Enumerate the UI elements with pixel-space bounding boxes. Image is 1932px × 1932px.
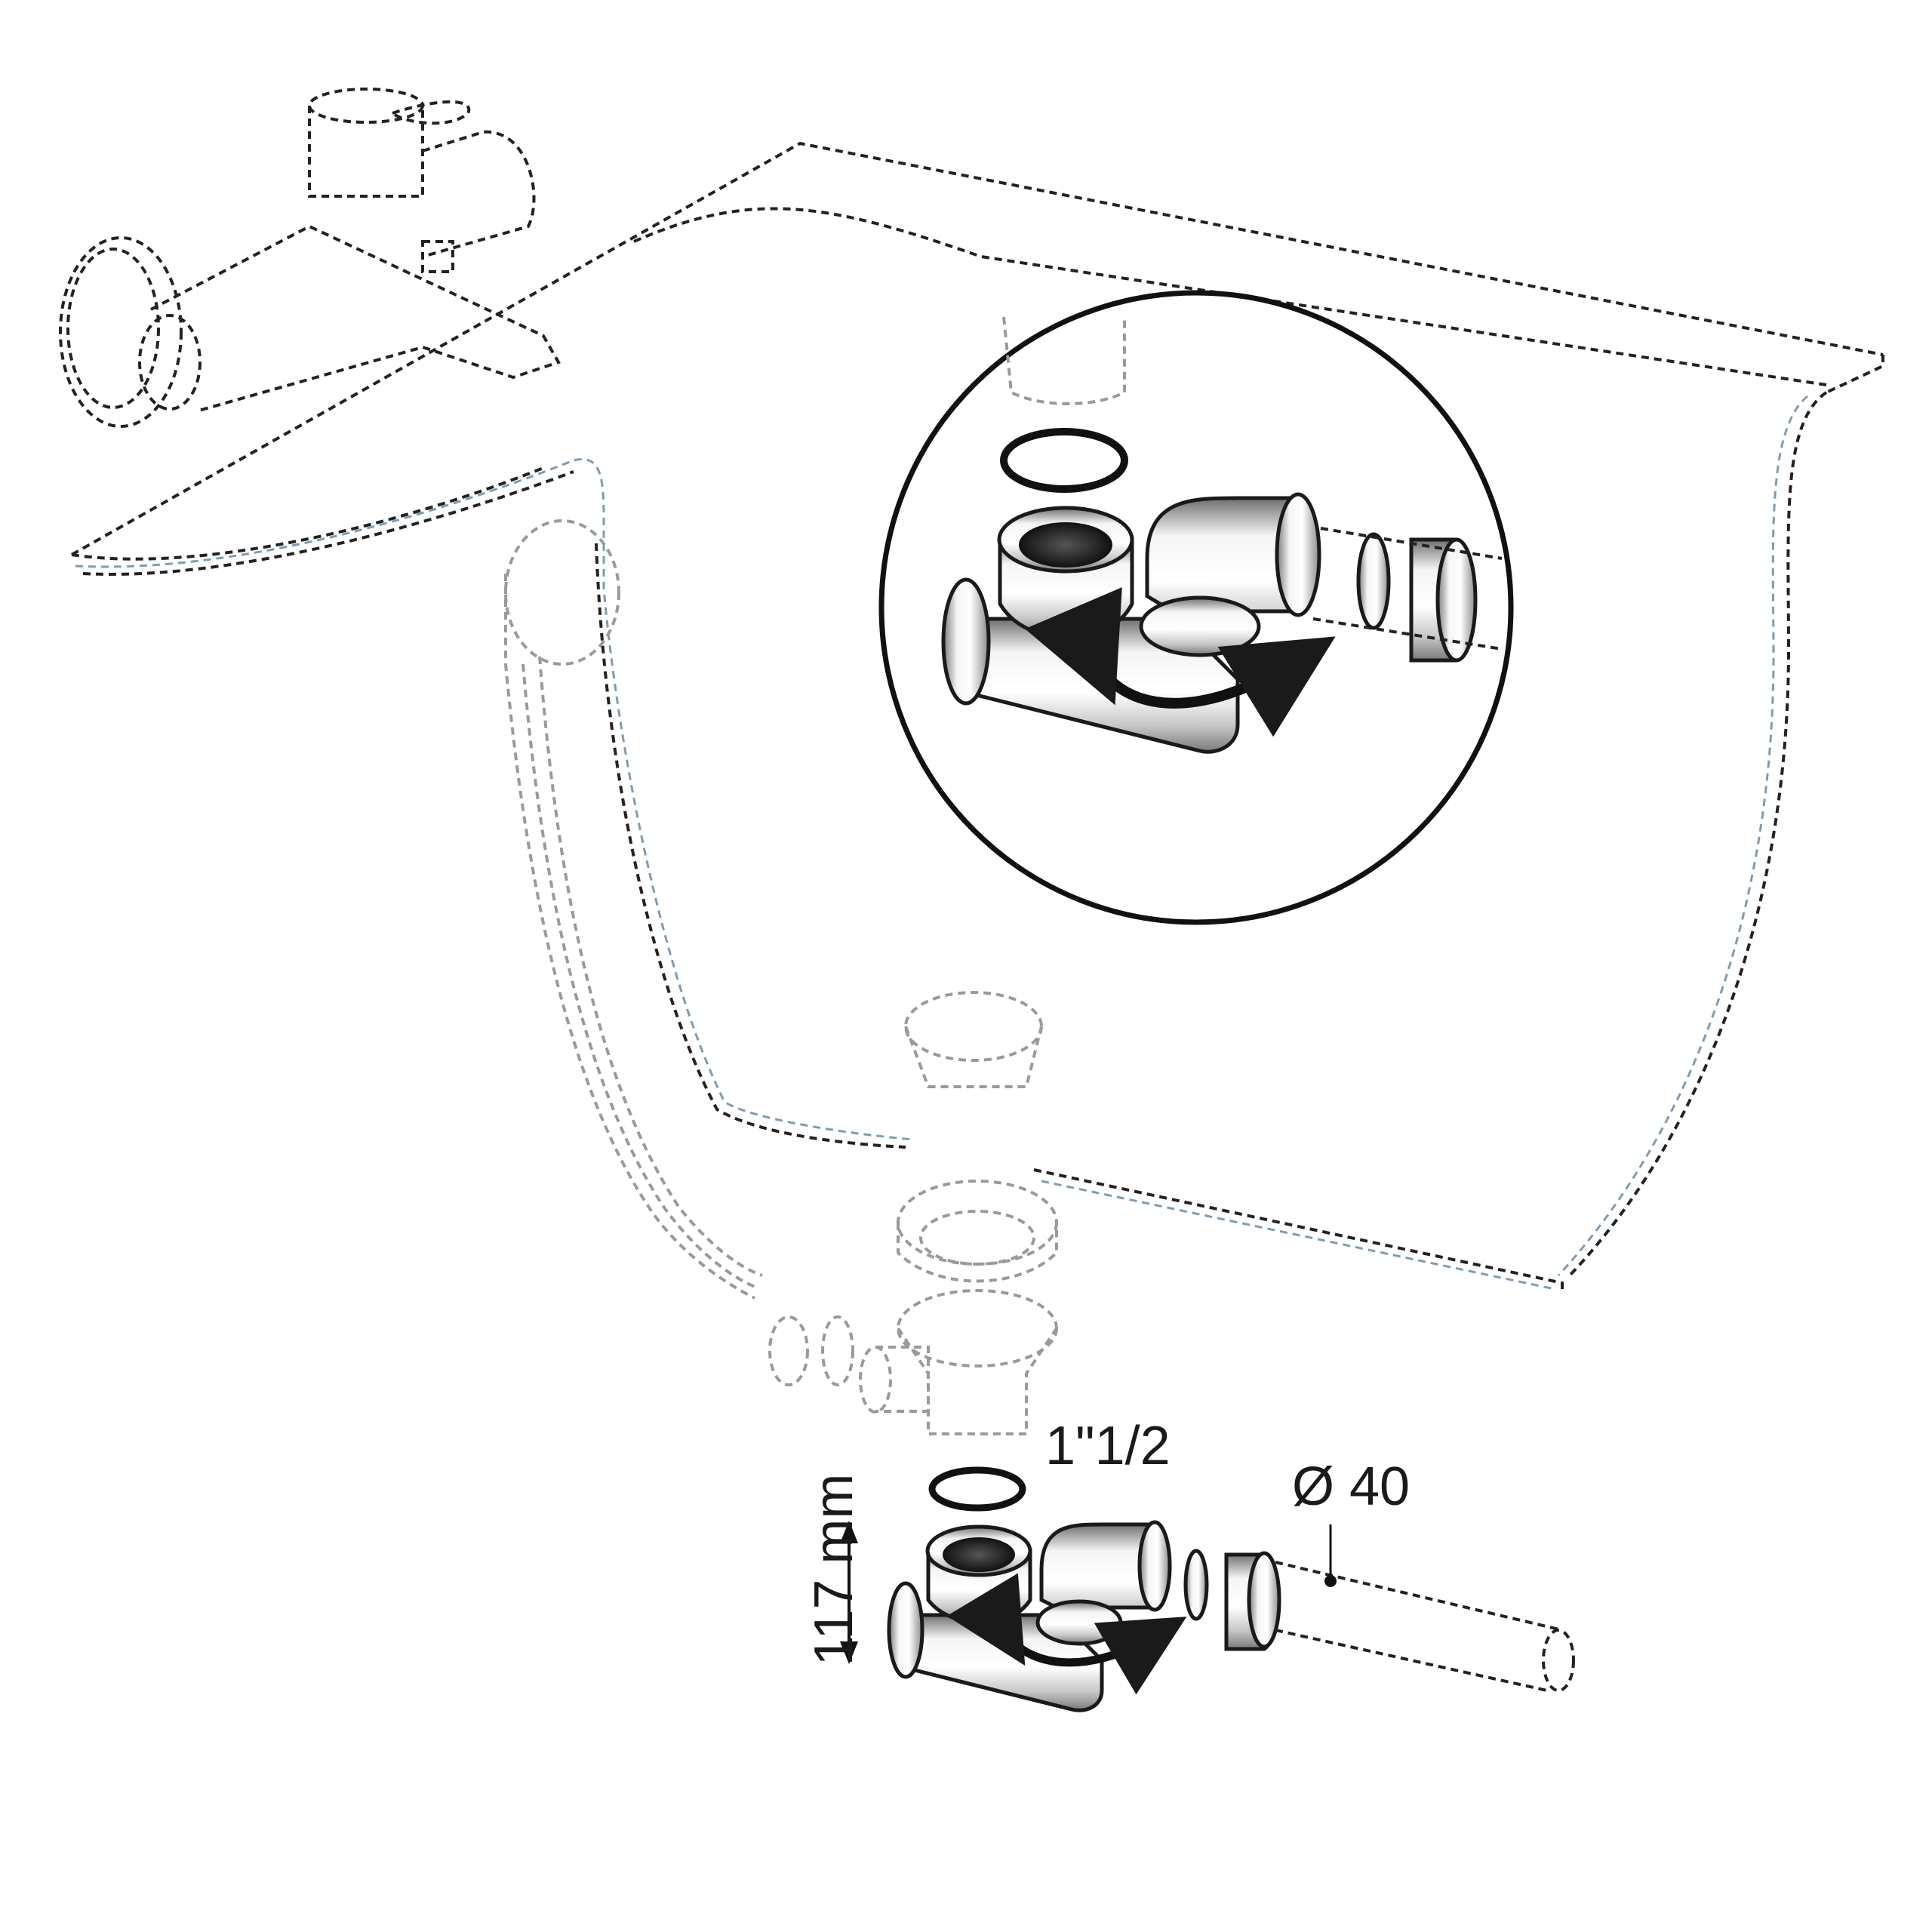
o-ring <box>928 1466 1026 1512</box>
double-headed-arrow-icon <box>840 1521 858 1664</box>
thread-size-label: 1"1/2 <box>1045 1416 1171 1476</box>
faucet-outline <box>59 88 561 428</box>
drain-opening <box>943 1537 1015 1572</box>
pipe-diameter-label: Ø 40 <box>1292 1457 1411 1517</box>
drain-pipe <box>1275 1524 1575 1692</box>
height-dimension-label: 117 mm <box>804 1473 864 1666</box>
o-ring-detail <box>1000 428 1128 493</box>
drain-opening-detail <box>1019 522 1112 568</box>
overflow-hose <box>504 519 854 1386</box>
zoom-detail-circle <box>878 290 1514 925</box>
curved-double-arrow-icon <box>1025 587 1336 737</box>
curved-double-arrow-icon <box>946 1573 1187 1695</box>
drain-parts-ghost <box>859 991 1058 1435</box>
bathtub-outline <box>71 141 1884 1294</box>
trap-assembly <box>887 1466 1281 1712</box>
